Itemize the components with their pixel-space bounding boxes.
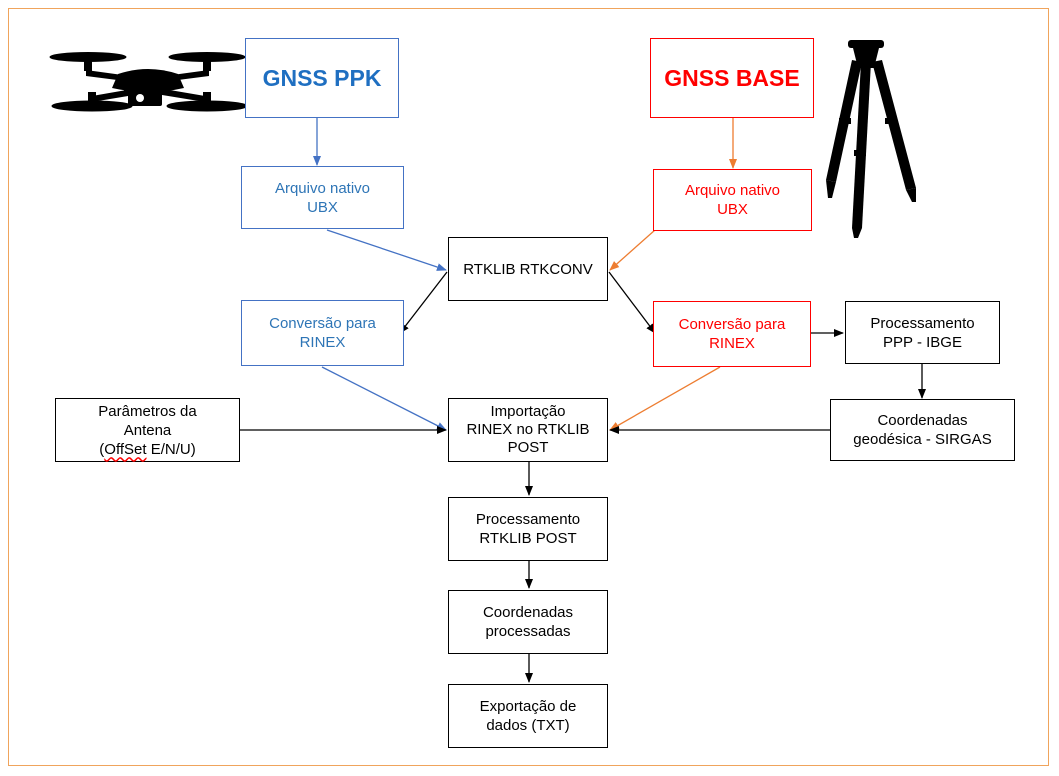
rtkconv-label: RTKLIB RTKCONV [463,260,593,278]
processed-coordinates-line1: Coordenadas [482,604,574,621]
antenna-parameters-node: Parâmetros da Antena (OffSet E/N/U) [55,398,240,462]
arrow-baseconv-to-import [609,366,721,431]
data-export-line1: Exportação de [479,698,577,715]
rinex-import-node: Importação RINEX no RTKLIB POST [448,398,608,462]
rtklib-post-processing-line1: Processamento [475,511,581,528]
arrow-rtkconv-to-ppkconv [399,271,448,334]
base-native-file-node: Arquivo nativo UBX [653,169,812,231]
gnss-base-node: GNSS BASE [650,38,814,118]
gnss-ppk-label: GNSS PPK [262,65,382,91]
offset-word: OffSet [104,440,147,458]
rinex-import-line1: Importação [490,403,566,420]
ppk-native-file-line2: UBX [307,198,338,216]
antenna-parameters-line1: Parâmetros da [98,402,197,420]
gnss-ppk-node: GNSS PPK [245,38,399,118]
rtklib-post-processing-node: Processamento RTKLIB POST [448,497,608,561]
diagram-frame [8,8,1049,766]
geodesic-coordinates-node: Coordenadas geodésica - SIRGAS [830,399,1015,461]
rtklib-post-processing-line2: RTKLIB POST [479,530,577,547]
antenna-parameters-line2: Antena [123,421,172,439]
gnss-base-label: GNSS BASE [664,65,800,91]
processed-coordinates-line2: processadas [485,623,571,640]
ppk-native-file-line1: Arquivo nativo [274,179,371,197]
base-rinex-conversion-line2: RINEX [709,335,755,352]
arrow-ppkconv-to-import [321,366,447,431]
rinex-import-line2: RINEX no RTKLIB [466,421,590,438]
ppk-rinex-conversion-line1: Conversão para [269,315,376,332]
geodesic-coordinates-line1: Coordenadas [877,412,968,429]
geodesic-coordinates-line2: geodésica - SIRGAS [853,431,992,448]
base-native-file-line1: Arquivo nativo [684,182,781,199]
ppp-ibge-node: Processamento PPP - IBGE [845,301,1000,364]
ppp-ibge-line2: PPP - IBGE [883,333,962,351]
antenna-parameters-line3: (OffSet E/N/U) [99,440,196,458]
ppk-rinex-conversion-line2: RINEX [299,334,346,351]
processed-coordinates-node: Coordenadas processadas [448,590,608,654]
rinex-import-line3: POST [507,439,549,456]
ppk-rinex-conversion-node: Conversão para RINEX [241,300,404,366]
arrow-basefile-to-rtkconv [609,229,656,271]
base-rinex-conversion-line1: Conversão para [678,316,786,333]
ppk-native-file-node: Arquivo nativo UBX [241,166,404,229]
rtkconv-node: RTKLIB RTKCONV [448,237,608,301]
ppp-ibge-line1: Processamento [870,314,975,332]
data-export-line2: dados (TXT) [486,717,570,734]
arrow-rtkconv-to-baseconv [608,271,656,334]
base-native-file-line2: UBX [717,201,748,218]
base-rinex-conversion-node: Conversão para RINEX [653,301,811,367]
data-export-node: Exportação de dados (TXT) [448,684,608,748]
arrow-ppkfile-to-rtkconv [326,229,447,271]
